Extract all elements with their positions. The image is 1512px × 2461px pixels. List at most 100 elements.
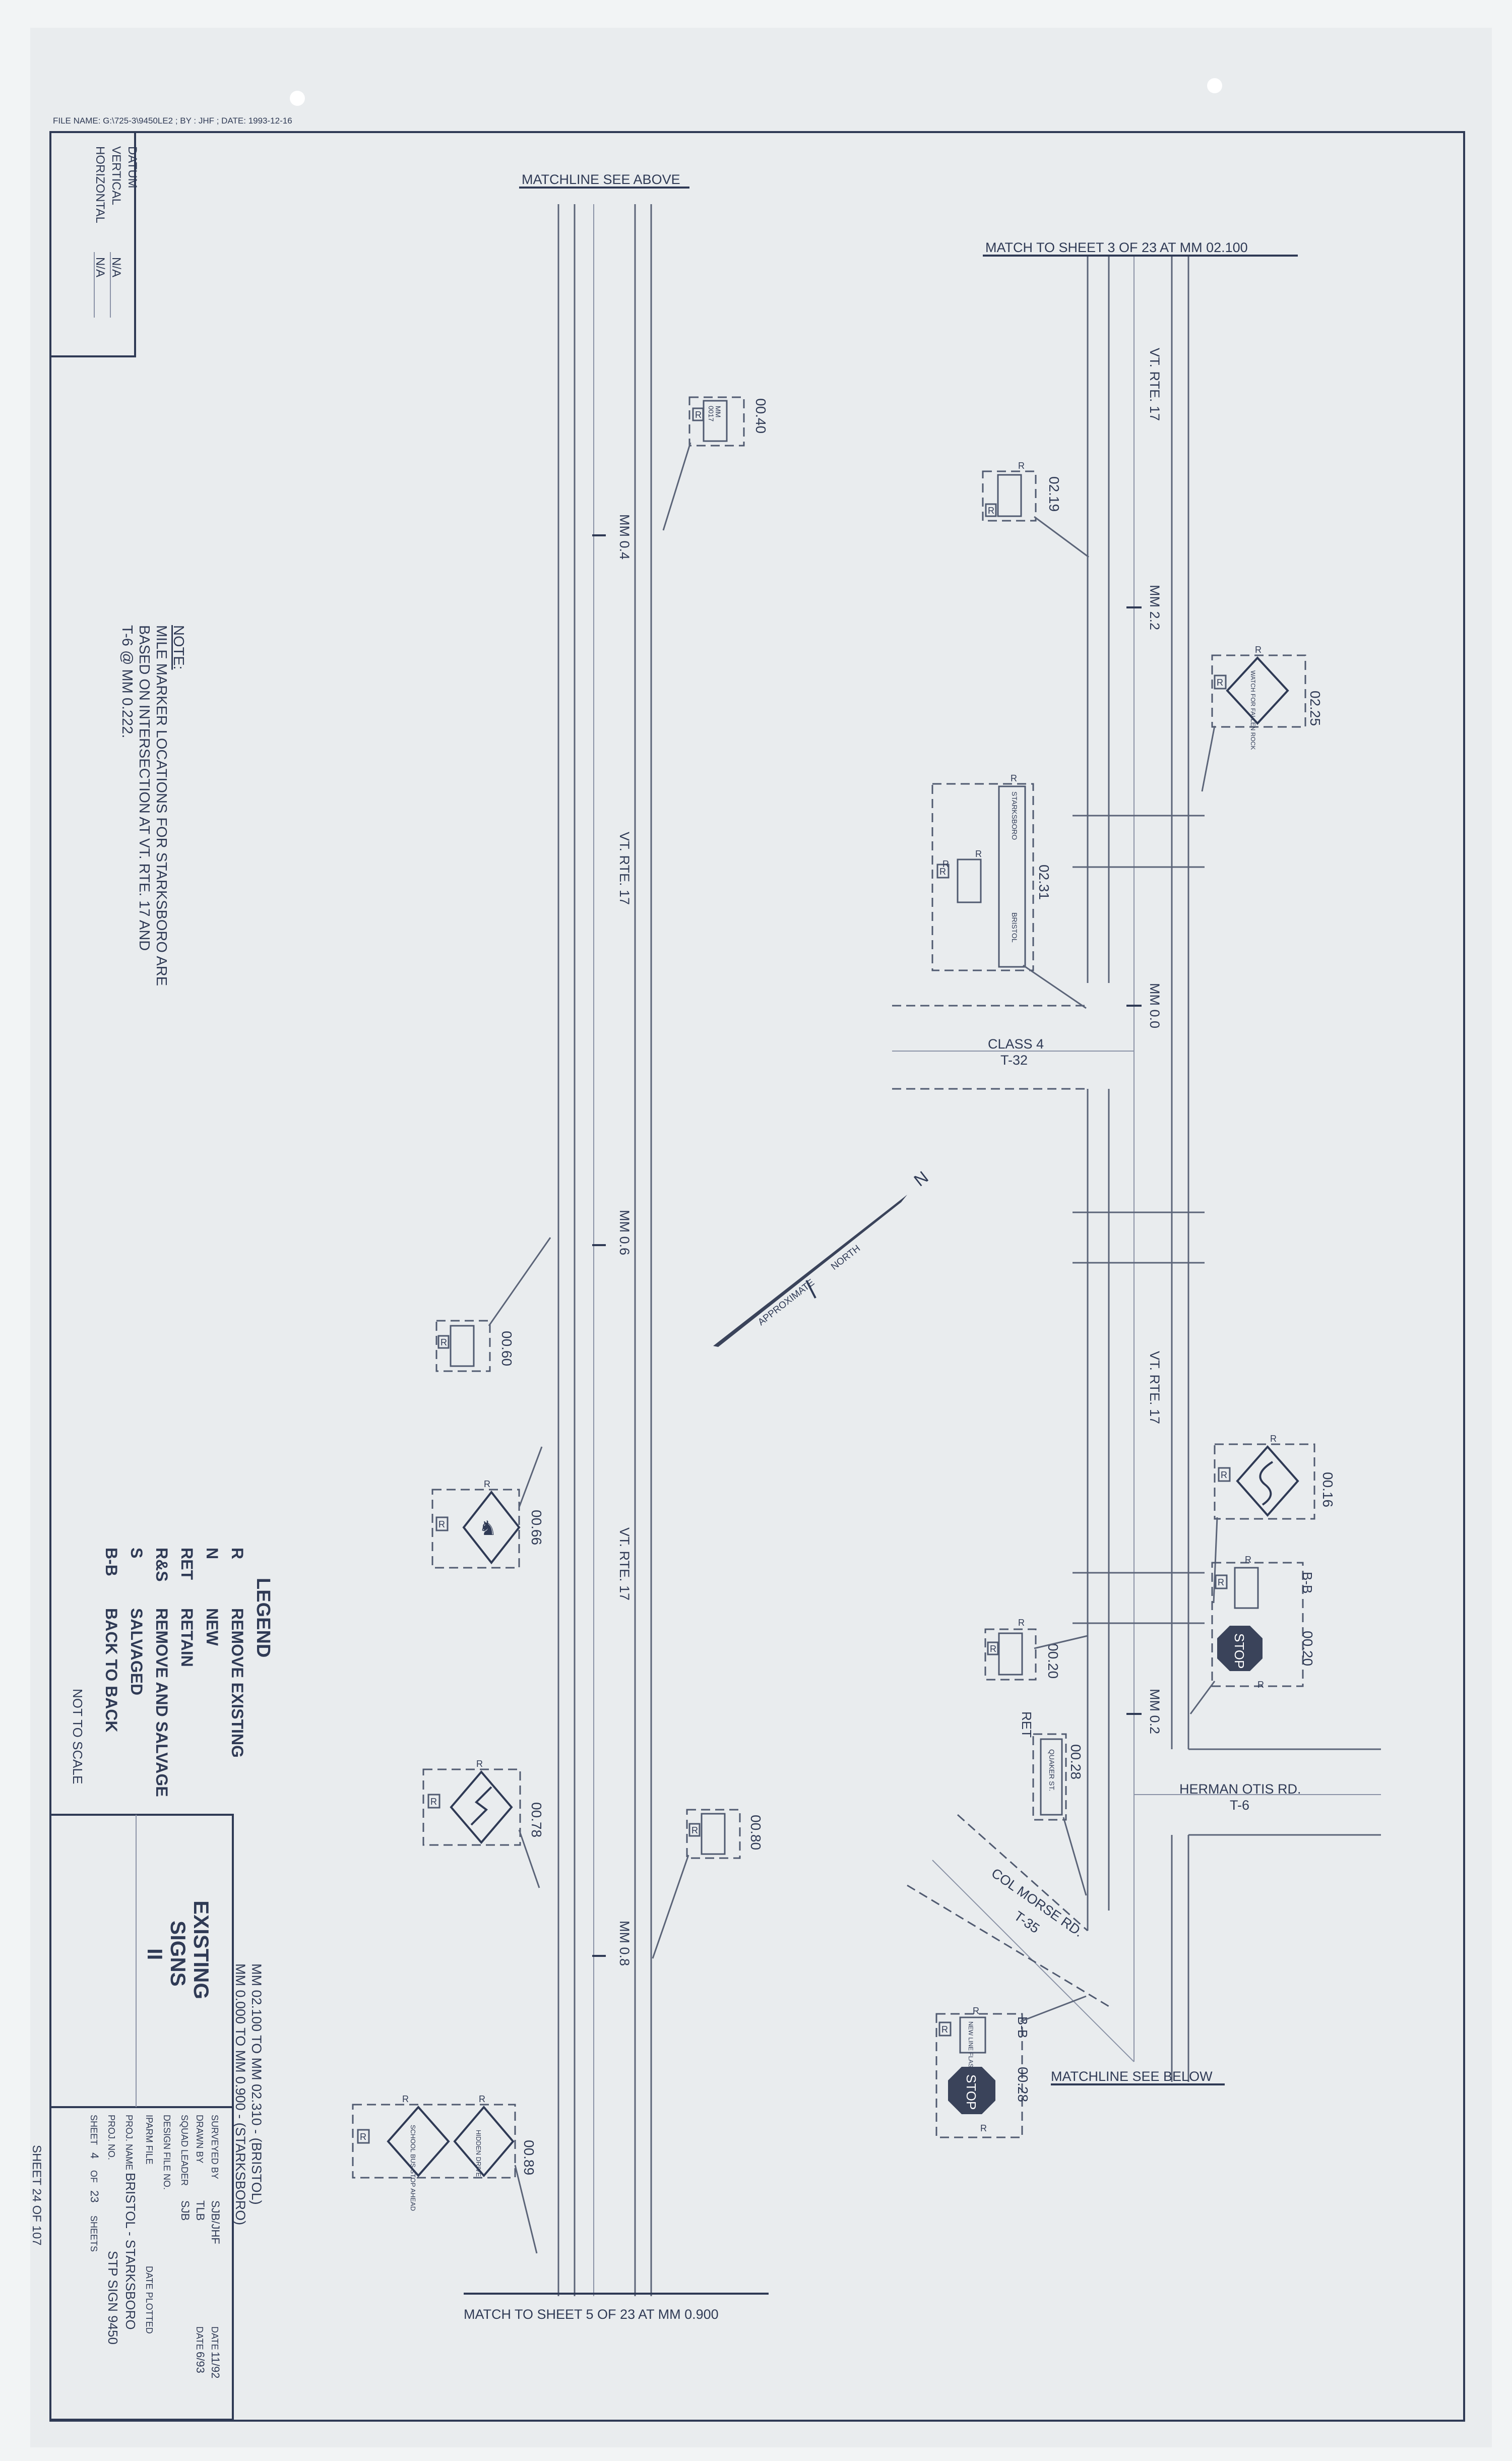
svg-text:RET: RET [178, 1548, 196, 1580]
svg-text:R: R [438, 1519, 445, 1529]
svg-text:B-B: B-B [1015, 2016, 1030, 2038]
svg-text:PROJ. NO.: PROJ. NO. [106, 2115, 116, 2160]
svg-text:TLB: TLB [194, 2200, 207, 2221]
svg-text:R: R [402, 2094, 409, 2104]
svg-text:NOTE:: NOTE: [170, 625, 186, 670]
svg-text:02.19: 02.19 [1046, 476, 1062, 512]
svg-text:MM: MM [714, 406, 722, 417]
svg-text:N/A: N/A [93, 257, 107, 277]
svg-text:DATE: DATE [210, 2326, 220, 2350]
route-label: VT. RTE. 17 [1147, 1351, 1162, 1424]
svg-text:OF: OF [89, 2170, 99, 2183]
sign-icon-00.66: ♞ [479, 1517, 497, 1540]
svg-text:02.25: 02.25 [1307, 691, 1323, 726]
sign-00.80: R 00.80 [652, 1809, 764, 1959]
svg-text:R: R [479, 2094, 485, 2104]
note-block: NOTE: MILE MARKER LOCATIONS FOR STARKSBO… [119, 625, 186, 986]
svg-text:SCHOOL BUS STOP AHEAD: SCHOOL BUS STOP AHEAD [409, 2125, 417, 2211]
svg-text:R: R [1011, 773, 1017, 783]
mile-marker-0.4: MM 0.4 [617, 514, 632, 560]
sign-00.78: R R 00.78 [422, 1759, 544, 1888]
mile-marker-2.2: MM 2.2 [1147, 585, 1162, 630]
svg-text:MM 0.000 TO MM 0.900 - (STARKS: MM 0.000 TO MM 0.900 - (STARKSBORO) [233, 1963, 248, 2225]
svg-text:0017: 0017 [707, 406, 715, 421]
svg-text:00.80: 00.80 [748, 1815, 764, 1850]
svg-text:HORIZONTAL: HORIZONTAL [93, 146, 107, 223]
svg-text:02.31: 02.31 [1036, 865, 1052, 900]
svg-text:R: R [1018, 1618, 1025, 1628]
svg-text:NEW: NEW [203, 1608, 221, 1646]
svg-text:BRISTOL - STARKSBORO: BRISTOL - STARKSBORO [123, 2173, 138, 2330]
svg-text:SQUAD LEADER: SQUAD LEADER [179, 2115, 190, 2186]
svg-text:B-B: B-B [102, 1548, 120, 1576]
svg-text:SIGNS: SIGNS [166, 1921, 190, 1987]
svg-text:R: R [1217, 678, 1223, 688]
svg-text:00.40: 00.40 [753, 398, 769, 434]
sign-00.20-bb: R R STOP R B-B 00.20 [1189, 1555, 1315, 1714]
svg-text:R: R [942, 859, 949, 869]
svg-text:LEGEND: LEGEND [253, 1578, 274, 1657]
svg-text:00.28: 00.28 [1015, 2067, 1031, 2102]
svg-text:R: R [484, 1479, 490, 1489]
svg-text:II: II [143, 1948, 167, 1960]
matchline-see-above: MATCHLINE SEE ABOVE [522, 172, 680, 187]
overall-sheet-number: SHEET 24 OF 107 [30, 2145, 43, 2246]
svg-text:SHEETS: SHEETS [89, 2216, 99, 2252]
svg-text:00.89: 00.89 [521, 2140, 537, 2175]
svg-text:R: R [990, 1644, 996, 1654]
svg-text:00.66: 00.66 [529, 1510, 544, 1545]
sign-00.40: MM 0017 R 00.40 [662, 396, 769, 531]
sign-00.16: R R 00.16 [1213, 1434, 1336, 1604]
herman-otis-label: HERMAN OTIS RD. [1179, 1781, 1301, 1797]
t-32-label: T-32 [1000, 1053, 1028, 1068]
sign-02.19: R R 02.19 [982, 461, 1089, 558]
svg-text:HIDDEN DRIVE: HIDDEN DRIVE [475, 2130, 482, 2177]
svg-text:SJB: SJB [179, 2200, 192, 2221]
svg-text:REMOVE AND SALVAGE: REMOVE AND SALVAGE [153, 1608, 171, 1797]
svg-text:R: R [360, 2132, 366, 2142]
route-label: VT. RTE. 17 [1147, 348, 1162, 421]
svg-text:SALVAGED: SALVAGED [128, 1608, 146, 1695]
sign-02.25: WATCH FOR FALLEN ROCK R R 02.25 [1201, 645, 1323, 792]
svg-text:R: R [988, 506, 994, 516]
svg-text:S: S [128, 1548, 146, 1558]
sign-00.89: SCHOOL BUS STOP AHEAD HIDDEN DRIVE R R R… [352, 2094, 538, 2254]
file-info: FILE NAME: G:\725-3\9450LE2 ; BY : JHF ;… [53, 116, 292, 126]
sign-00.60: R 00.60 [435, 1237, 551, 1372]
left-road-vt-rte-17 [557, 204, 652, 2296]
mile-marker-0.2: MM 0.2 [1147, 1689, 1162, 1734]
svg-text:00.78: 00.78 [529, 1802, 544, 1837]
svg-text:R&S: R&S [153, 1548, 171, 1582]
svg-text:SURVEYED BY: SURVEYED BY [210, 2115, 220, 2179]
sign-00.20: R R 00.20 [984, 1618, 1088, 1681]
svg-text:00.28: 00.28 [1068, 1744, 1084, 1779]
svg-text:R: R [980, 2123, 987, 2133]
svg-text:R: R [440, 1337, 447, 1347]
svg-text:IPARM FILE: IPARM FILE [144, 2115, 154, 2165]
svg-text:R: R [1270, 1434, 1277, 1444]
title-block: EXISTING SIGNS II MM 02.100 TO MM 02.310… [30, 1814, 264, 2421]
svg-text:BRISTOL: BRISTOL [1011, 912, 1019, 943]
svg-text:R: R [973, 2006, 979, 2016]
svg-text:R: R [691, 1825, 698, 1835]
svg-text:STOP: STOP [1232, 1633, 1247, 1669]
svg-text:R: R [1245, 1555, 1251, 1565]
svg-text:BASED ON INTERSECTION AT VT. R: BASED ON INTERSECTION AT VT. RTE. 17 AND [136, 625, 152, 951]
sign-00.28-bb: NEW LINE FLASH TOWN R R STOP R B-B 00.28 [935, 1995, 1087, 2138]
route-label: VT. RTE. 17 [617, 1527, 632, 1601]
svg-text:11/92: 11/92 [209, 2352, 222, 2378]
svg-text:NOT TO SCALE: NOT TO SCALE [70, 1689, 85, 1784]
svg-text:R: R [1221, 1470, 1227, 1480]
svg-text:R: R [430, 1797, 437, 1807]
sign-00.28-ret: QUAKER ST. RET 00.28 [1019, 1711, 1087, 1896]
svg-text:DATE PLOTTED: DATE PLOTTED [144, 2266, 154, 2334]
svg-text:EXISTING: EXISTING [190, 1900, 213, 1999]
svg-text:STARKSBORO: STARKSBORO [1011, 791, 1019, 840]
svg-text:R: R [1218, 1577, 1224, 1587]
svg-text:R: R [1257, 1680, 1264, 1690]
svg-text:SJB/JHF: SJB/JHF [209, 2200, 222, 2244]
svg-text:6/93: 6/93 [194, 2352, 207, 2373]
legend: LEGEND R REMOVE EXISTING N NEW RET RETAI… [70, 1548, 274, 1797]
svg-text:WATCH FOR FALLEN ROCK: WATCH FOR FALLEN ROCK [1249, 670, 1256, 750]
